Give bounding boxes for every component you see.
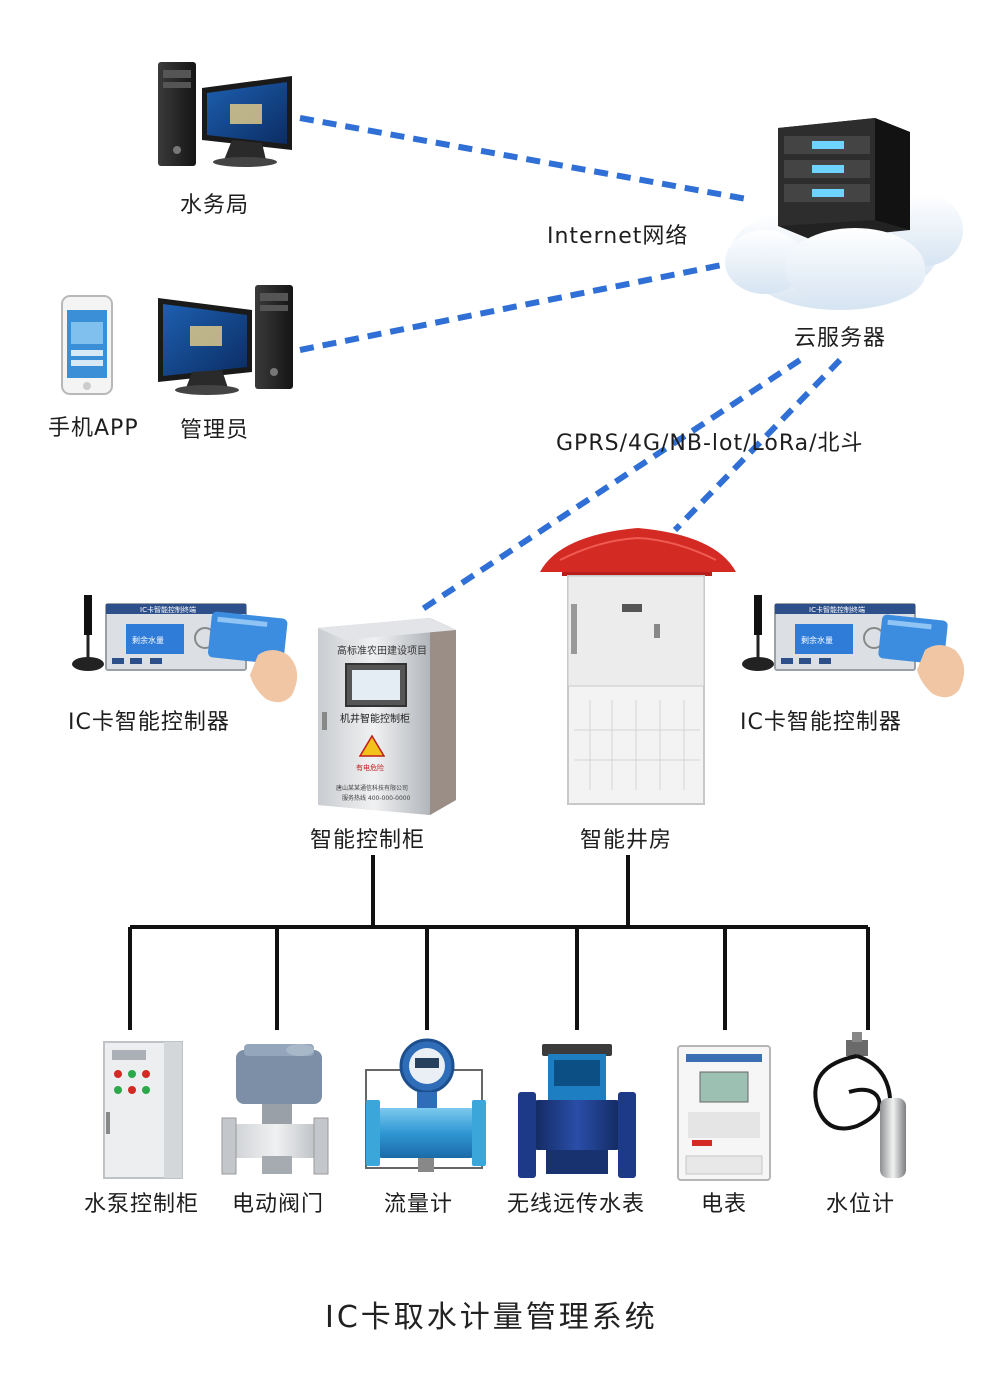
electric-valve	[221, 1044, 329, 1175]
water-level-gauge	[813, 1032, 906, 1178]
electric-meter-label: 电表	[701, 1192, 748, 1217]
wireless-water-meter-label: 无线远传水表	[507, 1192, 646, 1217]
cloud-server-label: 云服务器	[794, 326, 887, 351]
smartphone-icon	[61, 295, 113, 395]
controller-screen-text: 剩余水量	[132, 635, 164, 645]
desktop-computer-icon	[158, 62, 292, 167]
cabinet-hotline-text: 服务热线 400-000-0000	[342, 794, 411, 802]
pump-cabinet-label: 水泵控制柜	[84, 1192, 200, 1217]
control-cabinet-label: 智能控制柜	[310, 828, 426, 853]
cabinet-company-text: 唐山某某通信科技有限公司	[336, 784, 408, 792]
antenna-icon	[84, 595, 92, 635]
water-bureau-label: 水务局	[180, 193, 250, 218]
controller-screen-text: 剩余水量	[801, 635, 833, 645]
pump-control-cabinet	[103, 1041, 183, 1179]
link-cloud-wellhouse	[672, 357, 843, 533]
electric-meter	[677, 1045, 771, 1181]
wireless-protocols-label: GPRS/4G/NB-lot/LoRa/北斗	[556, 431, 864, 456]
link-bureau-cloud	[299, 115, 753, 203]
desktop-computer-icon	[158, 285, 293, 395]
smart-control-cabinet: 高标准农田建设项目 机井智能控制柜 有电危险 唐山某某通信科技有限公司 服务热线…	[318, 618, 456, 815]
admin-label: 管理员	[180, 418, 250, 443]
antenna-icon	[754, 595, 762, 635]
well-house-label: 智能井房	[580, 828, 673, 853]
ic-card-icon	[878, 614, 965, 698]
flow-meter-label: 流量计	[384, 1192, 454, 1217]
wireless-water-meter	[518, 1044, 636, 1178]
controller-header: IC卡智能控制终端	[809, 605, 865, 614]
link-admin-cloud	[299, 262, 723, 353]
server-tower-icon	[778, 118, 910, 240]
flow-meter	[365, 1038, 486, 1172]
cabinet-top-text: 高标准农田建设项目	[337, 644, 427, 657]
mobile-app-label: 手机APP	[48, 416, 139, 441]
electric-valve-label: 电动阀门	[232, 1192, 325, 1217]
internet-label: Internet网络	[547, 224, 689, 249]
cabinet-warning-text: 有电危险	[356, 763, 384, 772]
link-cloud-cabinet	[416, 357, 802, 615]
ic-card-icon	[207, 611, 298, 703]
page-title: IC卡取水计量管理系统	[325, 1300, 658, 1335]
ic-controller-left-label: IC卡智能控制器	[68, 710, 230, 735]
cabinet-name-text: 机井智能控制柜	[340, 712, 410, 725]
ic-controller-right-label: IC卡智能控制器	[740, 710, 902, 735]
cloud-icon	[725, 228, 925, 308]
smart-well-house	[540, 528, 736, 805]
controller-header: IC卡智能控制终端	[140, 605, 196, 614]
level-gauge-label: 水位计	[826, 1192, 896, 1217]
network-links	[299, 115, 843, 615]
trunk-wiring	[128, 855, 870, 1030]
